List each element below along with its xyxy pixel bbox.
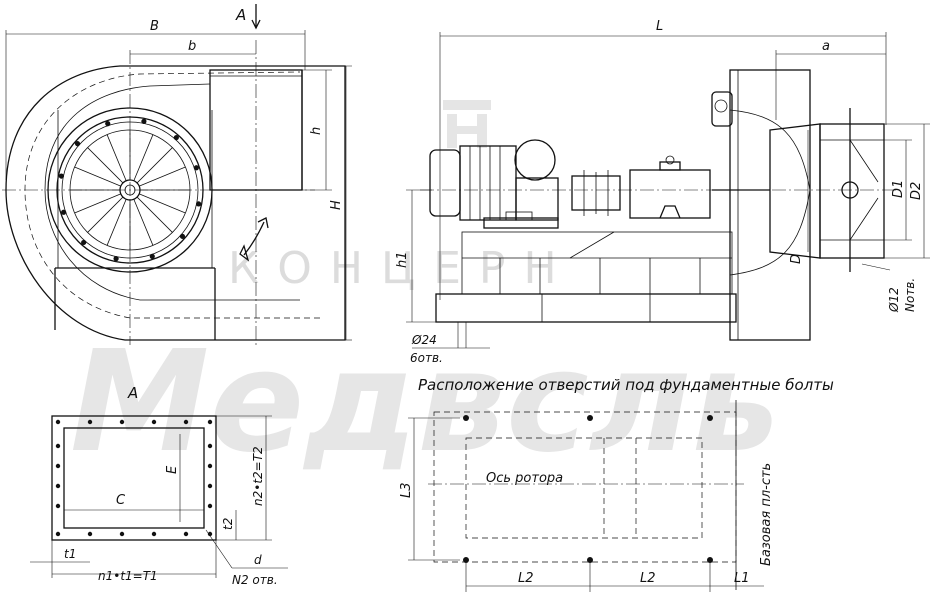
base-plane-label: Базовая пл-сть: [759, 463, 774, 566]
flange-bolt: [87, 531, 93, 537]
inlet-bolt: [179, 233, 186, 239]
foundation-bolt: [463, 557, 469, 563]
rotor-axis-label: Ось ротора: [486, 471, 563, 486]
impeller-spoke: [87, 196, 124, 233]
impeller-spoke: [136, 147, 173, 184]
flange-bolt: [55, 443, 61, 449]
foundation-plan-title: Расположение отверстий под фундаментные …: [418, 376, 834, 394]
dim-T2: n2•t2=T2: [251, 446, 265, 506]
dim-h1: h1: [395, 251, 410, 268]
dim-D1: D1: [891, 180, 906, 198]
foundation-plan: Расположение отверстий под фундаментные …: [399, 376, 834, 592]
foundation-bolt: [587, 557, 593, 563]
front-view: B b A h H: [2, 4, 352, 345]
impeller-spoke: [87, 147, 124, 184]
foundation-bolts: [463, 415, 713, 563]
dim-d: d: [254, 553, 262, 567]
inlet-bolt: [141, 118, 147, 124]
flange-bolt: [55, 503, 61, 509]
watermark-logo: [443, 100, 491, 148]
flange-bolt: [55, 419, 61, 425]
flange-bolt: [119, 531, 125, 537]
foundation-bolt: [463, 415, 469, 421]
flange-bolt: [151, 419, 157, 425]
flange-bolt: [207, 483, 213, 489]
side-view: L a: [395, 19, 930, 365]
inlet-bolt: [61, 209, 67, 215]
flange-bolt: [55, 463, 61, 469]
foundation-bolt: [587, 415, 593, 421]
impeller-spoke: [136, 196, 173, 233]
hole-diameter: Ø12: [887, 287, 901, 313]
inlet-bolt: [173, 134, 179, 141]
flange-bolt: [207, 531, 213, 537]
inlet-bolts: [58, 118, 202, 262]
flange-bolt: [207, 443, 213, 449]
flange-bolt: [55, 483, 61, 489]
flange-view-title: A: [127, 384, 138, 402]
inlet-bolt: [196, 201, 202, 207]
bolt-count: 6отв.: [410, 351, 443, 365]
dim-L2-second: L2: [640, 571, 656, 586]
impeller-spoke: [106, 134, 127, 181]
dim-D2: D2: [909, 182, 924, 200]
dim-t1: t1: [64, 547, 76, 561]
flange-bolt: [207, 419, 213, 425]
flange-bolts: [55, 419, 213, 537]
dim-L1: L1: [734, 571, 750, 586]
dim-L: L: [656, 19, 663, 34]
impeller-spoke: [139, 166, 186, 187]
dim-B: B: [150, 19, 159, 34]
dim-a: a: [822, 39, 830, 54]
foundation-bolt: [707, 415, 713, 421]
foundation-bolt: [707, 557, 713, 563]
flange-view: A C E n2•t2=T2 t2 t1 n1•t1=T1 d N2 отв.: [30, 384, 288, 587]
inlet-bolt: [81, 239, 87, 246]
inlet-bolt: [149, 253, 155, 259]
impeller-spoke: [133, 134, 154, 181]
dim-t2: t2: [221, 518, 235, 530]
inlet-bolt: [105, 121, 111, 127]
impeller-spoke: [106, 199, 127, 246]
flange-bolt: [183, 419, 189, 425]
hole-count: Nотв.: [903, 278, 917, 312]
dim-T1: n1•t1=T1: [98, 569, 158, 583]
dim-L2-first: L2: [518, 571, 534, 586]
flange-bolt: [151, 531, 157, 537]
impeller-spoke: [74, 166, 121, 187]
dim-E: E: [165, 465, 180, 474]
dim-N2: N2 отв.: [232, 573, 278, 587]
flange-bolt: [183, 531, 189, 537]
impeller-spoke: [139, 193, 186, 214]
inlet-bolt: [74, 141, 81, 147]
inlet-bolt: [113, 256, 119, 262]
inlet-bolt: [58, 173, 64, 179]
flange-bolt: [207, 503, 213, 509]
impeller-spoke: [133, 199, 154, 246]
dim-h: h: [309, 127, 324, 135]
dim-b: b: [188, 39, 196, 54]
bolt-diameter: Ø24: [411, 333, 437, 347]
dim-C: C: [116, 493, 126, 508]
dim-D: D: [789, 254, 804, 264]
impeller-spoke: [74, 193, 121, 214]
watermark-company: КОНЦЕРН: [228, 243, 575, 294]
dim-L3: L3: [399, 482, 414, 498]
flange-bolt: [207, 463, 213, 469]
inlet-bolt: [193, 165, 199, 171]
section-A-label: A: [235, 6, 246, 24]
flange-bolt: [119, 419, 125, 425]
flange-bolt: [55, 531, 61, 537]
flange-bolt: [87, 419, 93, 425]
dim-H: H: [329, 200, 344, 210]
